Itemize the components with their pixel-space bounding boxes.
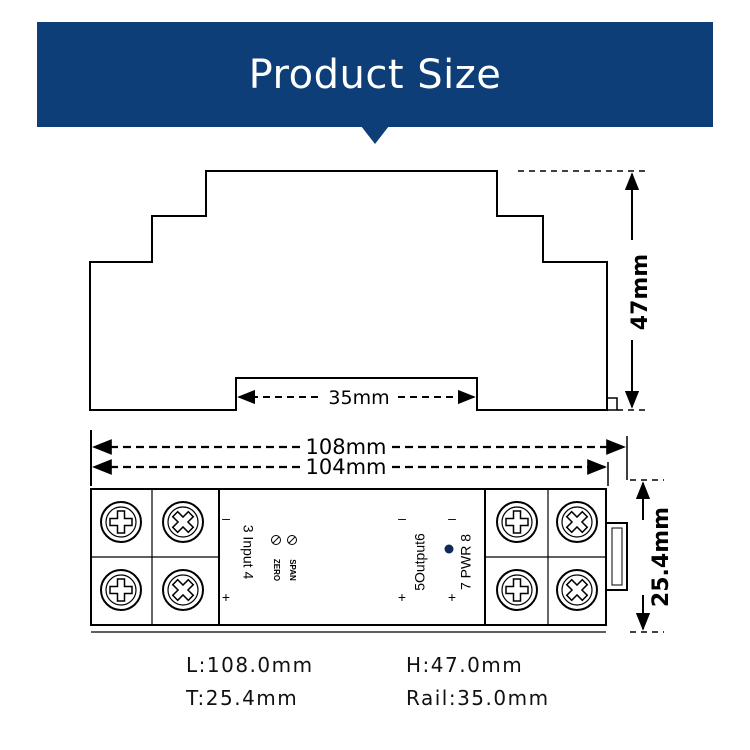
terminal-screw-icon (162, 569, 204, 611)
side-rail-clip (606, 522, 628, 591)
rail-clip (606, 397, 618, 411)
terminal-screw-icon (556, 501, 598, 543)
terminal-screw-icon (100, 501, 142, 543)
terminal-screws (100, 501, 598, 611)
terminal-screw-icon (496, 569, 538, 611)
length-inner-label: 104mm (306, 455, 387, 479)
height-label: 47mm (628, 254, 653, 330)
output-plus-sign: + (398, 589, 406, 605)
thickness-label: 25.4mm (649, 507, 674, 607)
rail-label: 35mm (328, 387, 389, 409)
zero-potentiometer[interactable] (271, 535, 281, 545)
input-minus-sign: – (222, 510, 230, 526)
span-potentiometer[interactable] (287, 535, 297, 545)
power-led (444, 544, 454, 554)
pwr-minus-sign: – (448, 510, 456, 526)
pwr-plus-sign: + (448, 589, 456, 605)
terminal-screw-icon (556, 569, 598, 611)
input-terminal-label: 3 Input 4 (240, 525, 256, 580)
spec-length: L:108.0mm (186, 653, 314, 677)
output-minus-sign: – (398, 510, 406, 526)
banner-title: Product Size (248, 51, 502, 98)
title-banner: Product Size (37, 22, 713, 127)
length-outer-label: 108mm (306, 435, 387, 459)
terminal-screw-icon (162, 501, 204, 543)
zero-label: ZERO (272, 559, 281, 581)
output-terminal-label: 5Output6 (412, 533, 428, 591)
span-label: SPAN (288, 559, 297, 581)
spec-height: H:47.0mm (406, 653, 524, 677)
terminal-screw-icon (100, 569, 142, 611)
input-plus-sign: + (222, 589, 230, 605)
side-profile-outline (89, 170, 608, 411)
spec-thickness: T:25.4mm (186, 686, 299, 710)
side-rail-clip-inner (611, 527, 623, 586)
banner-pointer (361, 126, 389, 144)
spec-rail: Rail:35.0mm (406, 686, 550, 710)
pwr-terminal-label: 7 PWR 8 (458, 534, 474, 590)
terminal-screw-icon (496, 501, 538, 543)
